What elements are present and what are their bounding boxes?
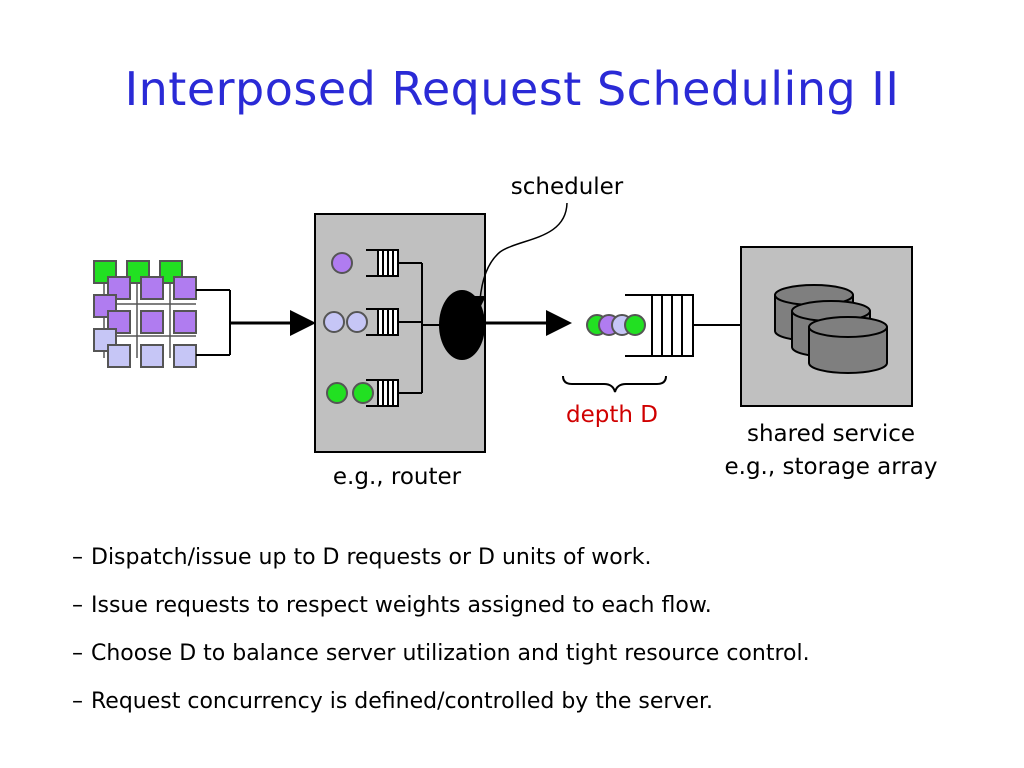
storage-cylinders-icon xyxy=(774,284,888,374)
client-bracket xyxy=(196,289,231,356)
bullet-item: –Dispatch/issue up to D requests or D un… xyxy=(72,538,810,586)
bullet-dash: – xyxy=(72,641,83,666)
bullet-text: Issue requests to respect weights assign… xyxy=(91,593,712,618)
service-label-line2: e.g., storage array xyxy=(725,454,938,480)
bullet-text: Choose D to balance server utilization a… xyxy=(91,641,810,666)
bullet-item: –Issue requests to respect weights assig… xyxy=(72,586,810,634)
depth-label: depth D xyxy=(566,402,658,428)
service-label-line1: shared service xyxy=(747,421,915,447)
scheduler-pointer-head xyxy=(474,296,486,308)
flow-queue-2 xyxy=(323,308,399,336)
client-grid-icon xyxy=(93,260,197,368)
depth-brace xyxy=(562,375,667,393)
arrow-to-router xyxy=(230,310,316,336)
scheduler-node xyxy=(439,290,485,360)
bullet-text: Dispatch/issue up to D requests or D uni… xyxy=(91,545,652,570)
scheduler-pointer xyxy=(479,202,568,301)
outstanding-requests xyxy=(586,314,646,336)
bullet-item: –Request concurrency is defined/controll… xyxy=(72,682,810,730)
bullet-dash: – xyxy=(72,593,83,618)
bullet-dash: – xyxy=(72,689,83,714)
bullet-item: –Choose D to balance server utilization … xyxy=(72,634,810,682)
bullet-text: Request concurrency is defined/controlle… xyxy=(91,689,714,714)
flow-queue-1 xyxy=(331,249,399,277)
arrow-to-service-queue xyxy=(485,310,572,336)
bullet-list: –Dispatch/issue up to D requests or D un… xyxy=(72,538,810,730)
scheduler-label: scheduler xyxy=(511,174,624,200)
router-queues xyxy=(323,249,440,407)
bullet-dash: – xyxy=(72,545,83,570)
router-label: e.g., router xyxy=(333,464,462,490)
flow-queue-3 xyxy=(326,379,399,407)
slide-title: Interposed Request Scheduling II xyxy=(124,62,900,116)
service-queue xyxy=(625,294,741,357)
